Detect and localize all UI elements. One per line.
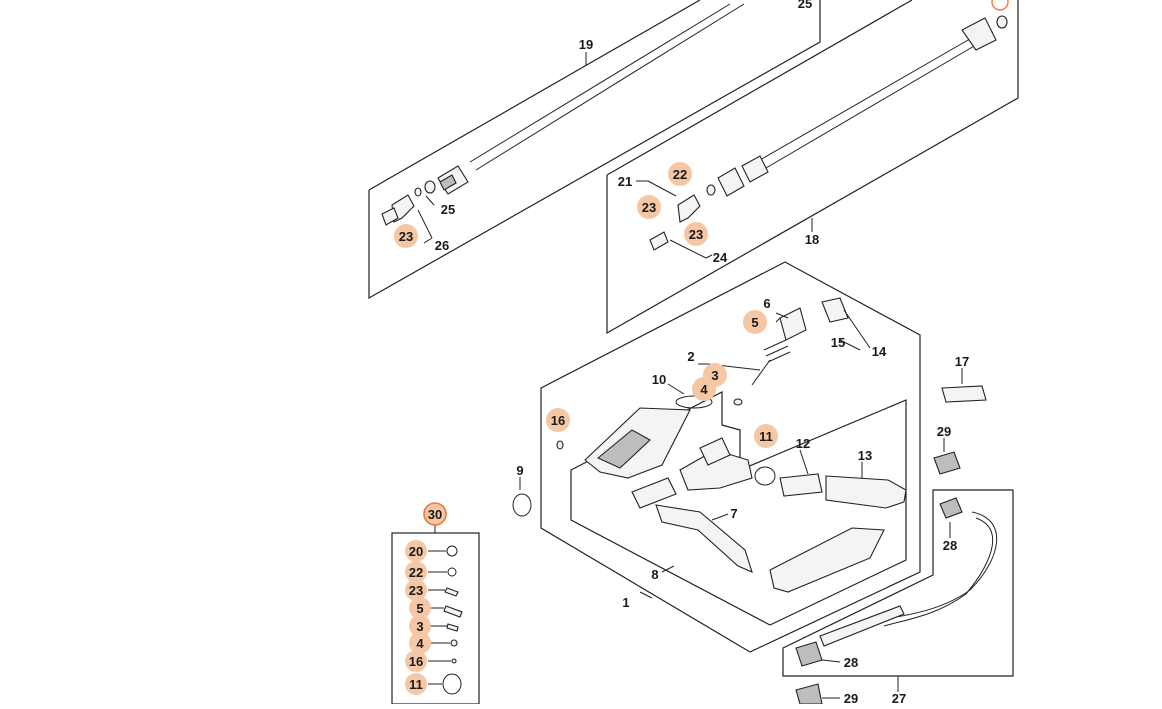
- kit-item-label: 22: [409, 565, 423, 580]
- callout-23-c: 23: [689, 227, 703, 242]
- kit-item-label: 5: [416, 601, 423, 616]
- callout-28-bottom: 28: [844, 655, 858, 670]
- callout-29-bottom: 29: [844, 691, 858, 704]
- callout-5: 5: [751, 315, 758, 330]
- callout-29-top: 29: [937, 424, 951, 439]
- callout-26: 26: [435, 238, 449, 253]
- callout-15: 15: [831, 335, 845, 350]
- nut-29-bottom: [795, 683, 840, 705]
- callout-10: 10: [652, 372, 666, 387]
- callout-12: 12: [796, 436, 810, 451]
- frame-gun-1: [540, 261, 921, 653]
- callout-7: 7: [730, 506, 737, 521]
- callout-1: 1: [622, 595, 629, 610]
- callout-3: 3: [711, 368, 718, 383]
- callout-27: 27: [892, 691, 906, 704]
- callout-2: 2: [687, 349, 694, 364]
- callout-17: 17: [955, 354, 969, 369]
- callout-25-top: 25: [798, 0, 812, 11]
- kit-item-label: 11: [409, 677, 423, 692]
- frame-wand-19: [368, 0, 821, 300]
- o-ring-9: [512, 493, 532, 517]
- callout-21: 21: [618, 174, 632, 189]
- callout-4: 4: [700, 382, 708, 397]
- frame-extension-18: [606, 0, 1019, 335]
- kit-item-label: 23: [409, 583, 423, 598]
- nozzle-assembly-21: [636, 180, 713, 259]
- callout-6: 6: [763, 296, 770, 311]
- callout-22: 22: [673, 167, 687, 182]
- callout-28-top: 28: [943, 538, 957, 553]
- callout-9: 9: [516, 463, 523, 478]
- callout-18: 18: [805, 232, 819, 247]
- gun-parts: [556, 297, 907, 593]
- callout-23-a: 23: [399, 229, 413, 244]
- kit-title: 30: [428, 507, 442, 522]
- callout-16: 16: [551, 413, 565, 428]
- nozzle-nut-18: [706, 155, 769, 197]
- adapter-17: [941, 368, 987, 403]
- callout-24: 24: [713, 250, 728, 265]
- callout-23-b: 23: [642, 200, 656, 215]
- frame-hose-27: [782, 489, 1014, 692]
- callout-13: 13: [858, 448, 872, 463]
- kit-box-30: 30 20 22 23 5 3 4 16 11: [391, 502, 480, 705]
- nozzle-nut-19: [414, 165, 469, 197]
- callout-19: 19: [579, 37, 593, 52]
- kit-leaders: [428, 550, 451, 685]
- kit-item-label: 3: [416, 619, 423, 634]
- kit-parts: [442, 545, 463, 695]
- nut-29-top: [933, 438, 961, 475]
- kit-item-label: 4: [416, 636, 424, 651]
- callout-8: 8: [651, 567, 658, 582]
- callout-11: 11: [759, 429, 773, 444]
- kit-item-label: 20: [409, 544, 423, 559]
- callout-25: 25: [441, 202, 455, 217]
- elbow-nozzle-26: [381, 194, 435, 244]
- kit-title-badge: [423, 502, 447, 526]
- callout-14: 14: [872, 344, 887, 359]
- kit-item-label: 16: [409, 654, 423, 669]
